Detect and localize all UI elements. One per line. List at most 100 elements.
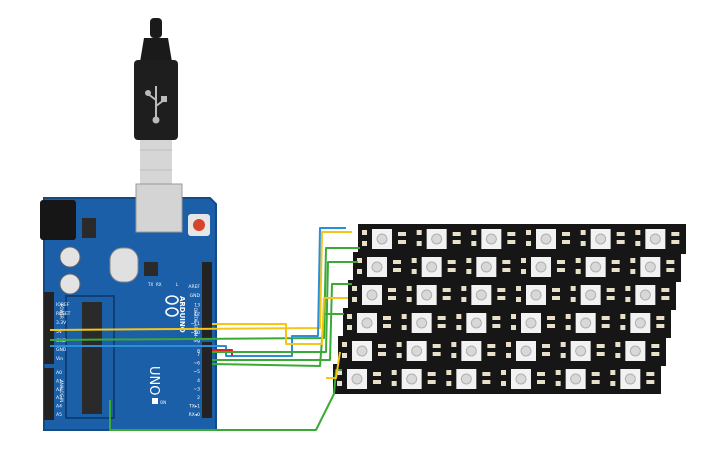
rx-label: RX <box>156 282 162 287</box>
led-lens <box>644 261 656 273</box>
capacitor-pad <box>437 316 446 320</box>
led-lens <box>431 233 443 245</box>
solder-pad <box>466 258 472 263</box>
capacitor-pad <box>487 344 496 348</box>
led-lens <box>570 373 582 385</box>
strip-pcb <box>353 252 681 282</box>
solder-pad <box>555 381 561 386</box>
solder-pad <box>461 297 467 302</box>
led-lens <box>624 373 636 385</box>
led-lens <box>416 317 428 329</box>
solder-pad <box>347 314 352 319</box>
capacitor-pad <box>452 232 461 236</box>
digital-label: DIGITAL (PWM~) <box>193 308 198 342</box>
solder-pad <box>575 269 581 274</box>
strip-pcb <box>343 308 671 338</box>
wire-gnd <box>49 247 360 341</box>
solder-pad <box>342 342 347 347</box>
solder-pad <box>526 230 531 235</box>
led-lens <box>649 233 661 245</box>
pin-label: ~3 <box>193 386 200 392</box>
arduino-logo-icon <box>165 295 179 317</box>
capacitor-pad <box>661 288 670 292</box>
reset-button[interactable] <box>193 219 205 231</box>
strip-pcb <box>333 364 661 394</box>
capacitor-pad <box>611 268 620 272</box>
capacitor-pad <box>552 296 560 300</box>
wire-data-blue <box>50 227 346 357</box>
chip-socket <box>65 295 115 419</box>
solder-pad <box>416 230 422 235</box>
solder-pad <box>560 353 566 358</box>
crystal <box>109 247 139 283</box>
pin-label: TX▸1 <box>188 404 200 410</box>
led-lens <box>639 289 651 301</box>
capacitor-pad <box>547 316 555 320</box>
solder-pad <box>357 258 362 263</box>
solder-pad <box>357 269 362 274</box>
solder-pad <box>580 241 586 246</box>
capacitor-pad <box>398 240 406 244</box>
solder-pad <box>506 353 511 358</box>
capacitor-pad <box>542 344 550 348</box>
capacitor-pad <box>388 288 396 292</box>
wire-yellow-2 <box>212 297 348 345</box>
solder-pad <box>620 314 626 319</box>
solder-pad <box>560 342 566 347</box>
solder-pad <box>565 314 571 319</box>
analog-header <box>44 368 54 420</box>
capacitor-pad <box>432 352 441 356</box>
led-lens <box>470 317 482 329</box>
pin-label: RX◂0 <box>189 412 200 418</box>
capacitor-pad <box>671 240 680 244</box>
power-jack <box>40 200 76 240</box>
led-lens <box>406 373 418 385</box>
pin-label: A4 <box>56 404 62 410</box>
capacitor-pad <box>383 316 391 320</box>
solder-pad <box>501 370 506 375</box>
led-lens <box>356 345 368 357</box>
led-lens <box>351 373 363 385</box>
wires <box>49 227 360 431</box>
capacitor-pad <box>447 260 456 264</box>
solder-pad <box>406 297 412 302</box>
capacitor-pad <box>656 316 665 320</box>
strip-pcb <box>348 280 676 310</box>
solder-pad <box>401 314 407 319</box>
solder-pad <box>615 353 621 358</box>
capacitor-pad <box>502 268 511 272</box>
led-lens <box>520 345 532 357</box>
pin-label: 2 <box>197 395 200 401</box>
pin-label: ~9 <box>193 339 200 345</box>
led-lens <box>465 345 477 357</box>
solder-pad <box>526 241 531 246</box>
capacitor-pad <box>393 260 401 264</box>
led-lens <box>475 289 487 301</box>
pin-label: GND <box>190 293 201 299</box>
capacitor-pad <box>537 380 545 384</box>
brand-label: ARDUINO <box>178 296 186 333</box>
usb-cable-wire <box>150 18 162 38</box>
solder-pad <box>342 353 347 358</box>
capacitor-pad <box>601 316 610 320</box>
solder-pad <box>506 342 511 347</box>
on-led <box>152 398 158 404</box>
solder-pad <box>337 381 342 386</box>
capacitor-pad <box>557 260 565 264</box>
capacitor-pad <box>427 372 436 376</box>
solder-pad <box>610 381 616 386</box>
capacitor-pad <box>373 372 381 376</box>
solder-pad <box>411 269 417 274</box>
solder-pad <box>362 241 367 246</box>
led-matrix <box>333 224 686 394</box>
capacitor-pad <box>547 324 555 328</box>
usb-cable <box>134 18 178 184</box>
capacitor-pad <box>427 380 436 384</box>
solder-pad <box>352 297 357 302</box>
strip-pcb <box>338 336 666 366</box>
capacitor-pad <box>492 324 501 328</box>
capacitor-pad <box>378 344 386 348</box>
solder-pad <box>516 297 521 302</box>
pin-label: ~6 <box>193 361 200 367</box>
